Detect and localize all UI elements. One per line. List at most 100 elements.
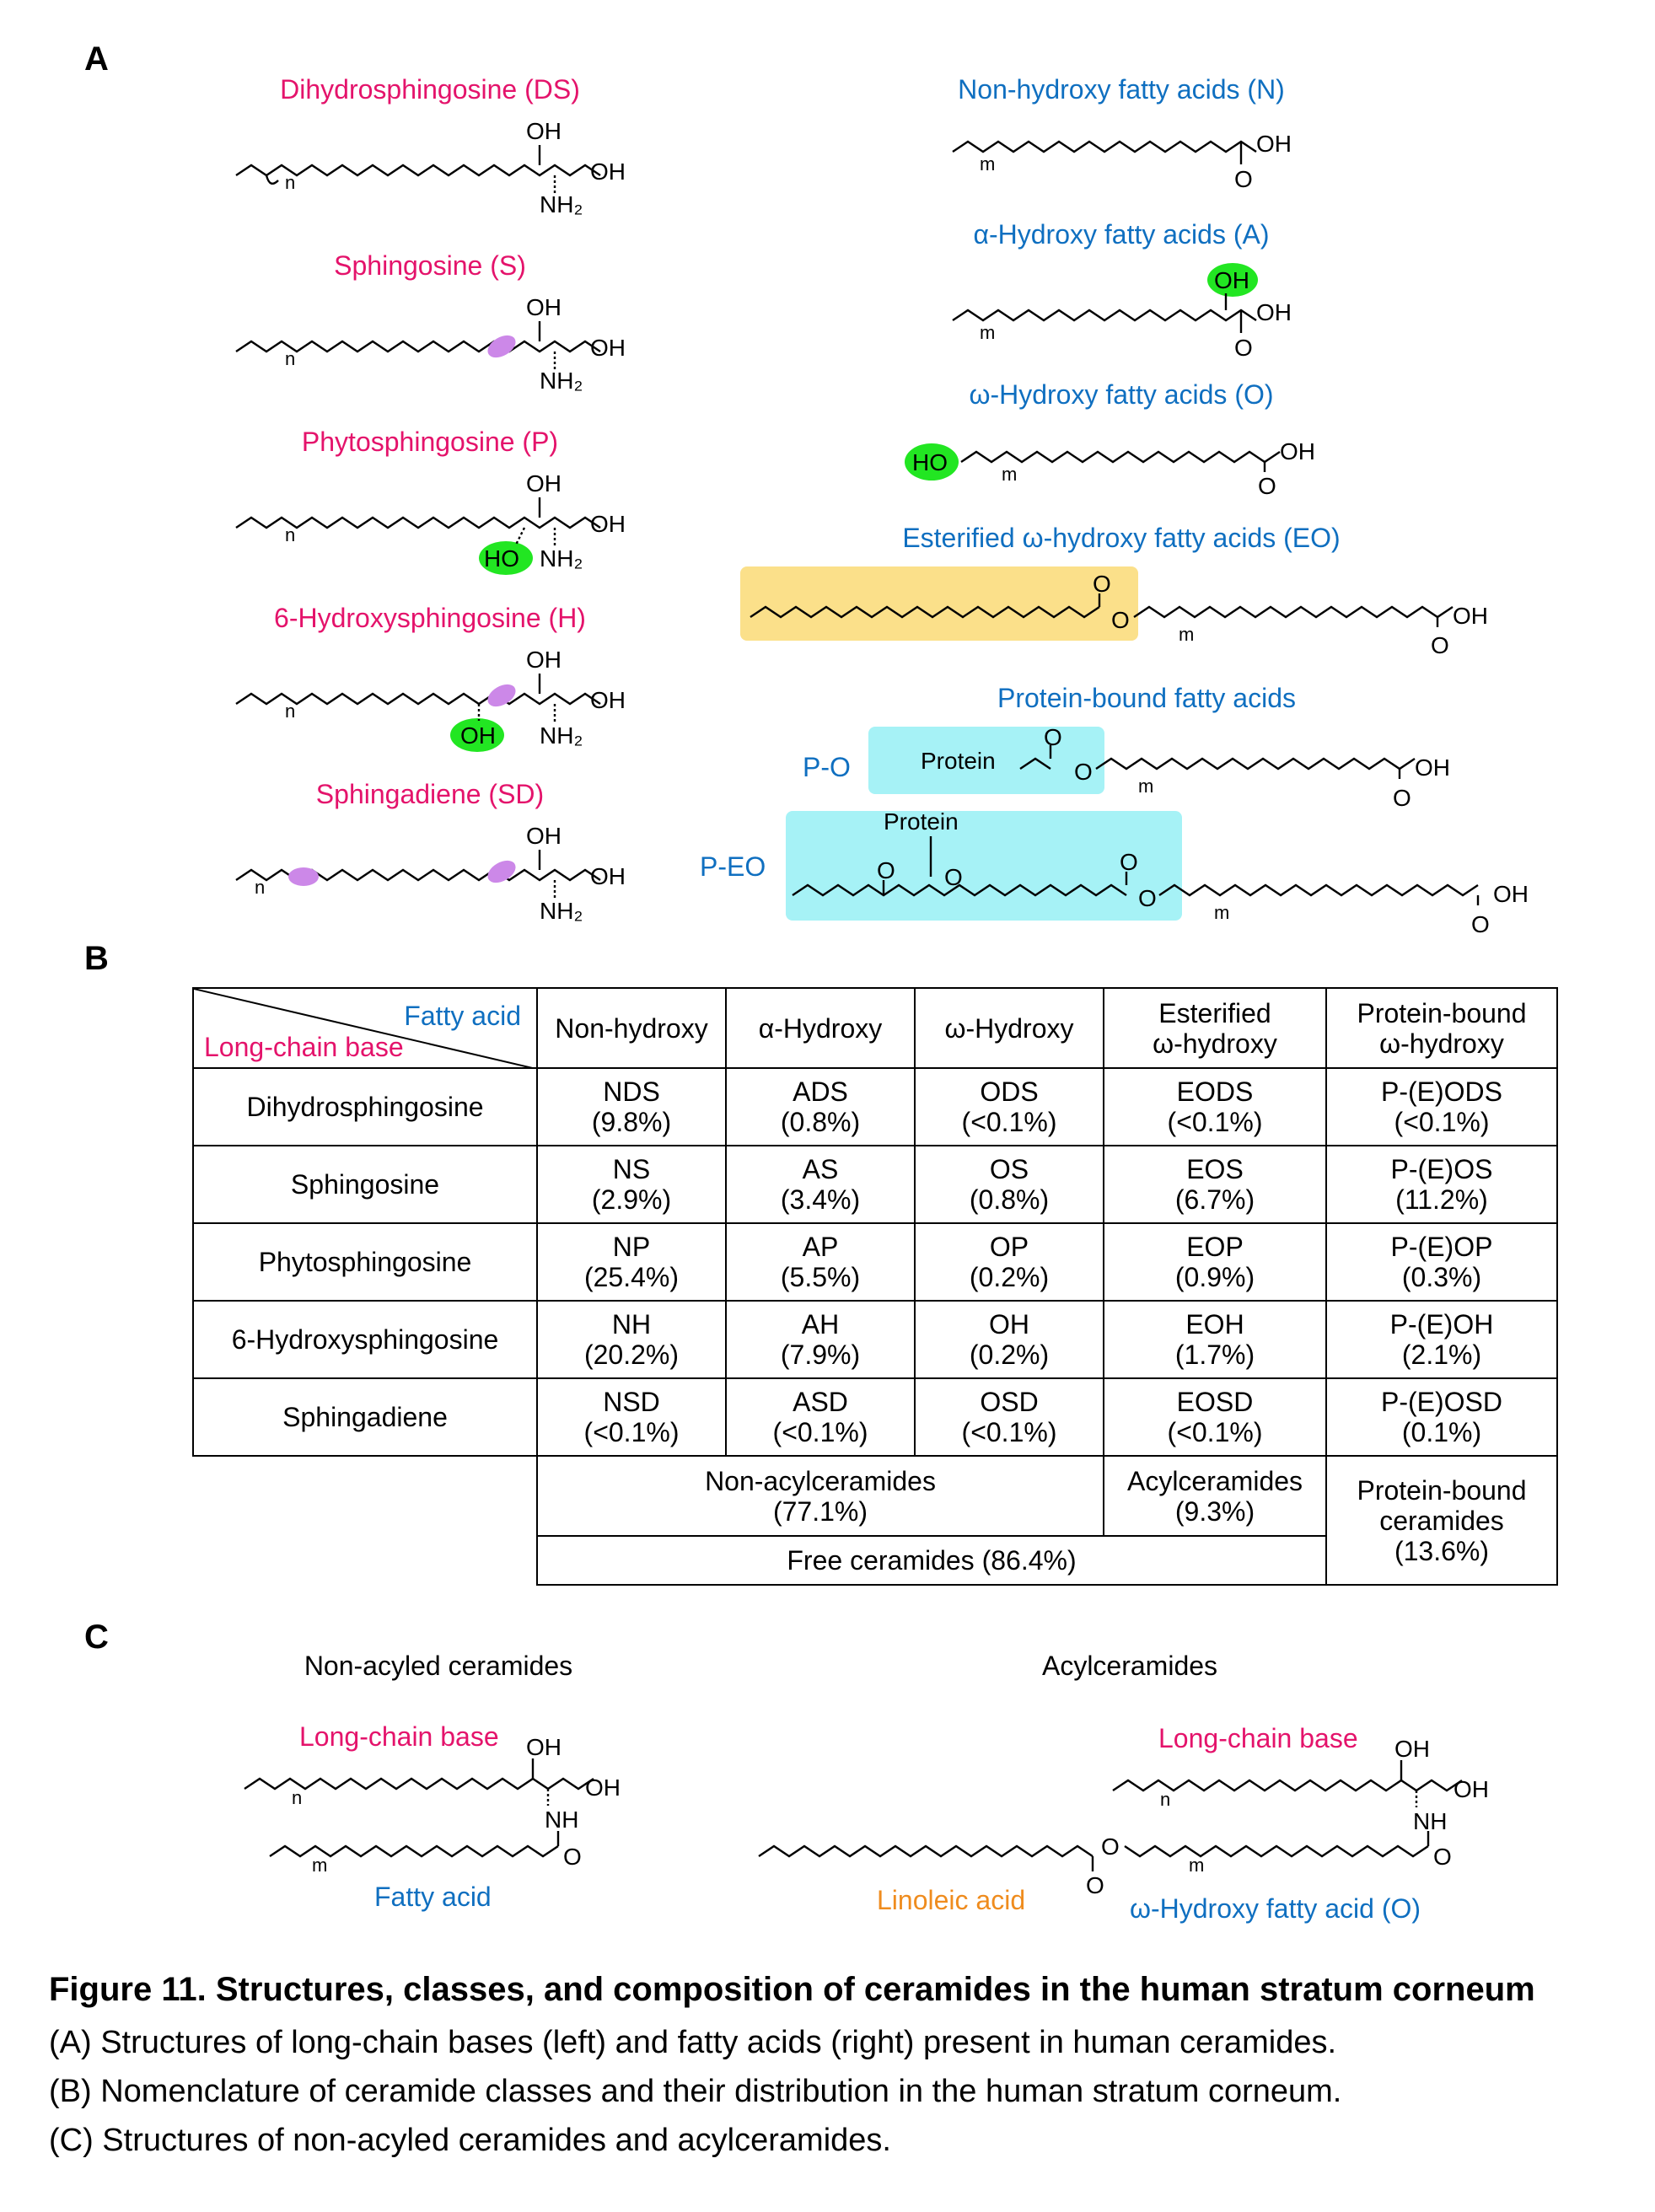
ceramide-class-percent: (<0.1%): [1167, 1417, 1263, 1447]
row-header: 6-Hydroxysphingosine: [192, 1300, 538, 1379]
table-cell: P-(E)OSD(0.1%): [1325, 1377, 1558, 1457]
panel-c-left-lcb-label: Long-chain base: [299, 1721, 499, 1752]
ceramide-class-percent: (7.9%): [780, 1340, 861, 1370]
c-right-nh-label: NH: [1413, 1808, 1447, 1834]
fa-title-protein-bound: Protein-bound fatty acids: [997, 683, 1296, 713]
c-right-oh-label: OH: [1394, 1737, 1430, 1762]
c-right-o-label: O: [1433, 1844, 1452, 1870]
s-oh-label: OH: [526, 294, 562, 320]
h-double-bond-highlight: [487, 684, 516, 707]
sd-oh-label: OH: [526, 823, 562, 849]
sd-oh2-label: OH: [590, 863, 626, 889]
ceramide-class-code: NDS: [603, 1076, 660, 1107]
table-cell: P-(E)OP(0.3%): [1325, 1222, 1558, 1302]
peo-ketone-o-label: O: [877, 857, 895, 883]
ceramide-class-code: P-(E)OH: [1389, 1309, 1494, 1340]
fa-title-o: ω-Hydroxy fatty acids (O): [969, 379, 1274, 410]
ceramide-class-code: ODS: [980, 1076, 1039, 1107]
col-header-esterified: Esterified ω-hydroxy: [1103, 987, 1327, 1069]
c-right-oh2-label: OH: [1453, 1776, 1489, 1802]
table-cell: NP(25.4%): [536, 1222, 727, 1302]
ceramide-class-code: NH: [611, 1309, 652, 1340]
structure-sphingosine: OH OH NH₂ n: [235, 294, 626, 394]
panel-c-left-fa-label: Fatty acid: [374, 1882, 492, 1912]
po-oh-label: OH: [1415, 754, 1450, 781]
o-hydroxy-highlight: [905, 443, 959, 481]
ceramide-class-percent: (0.8%): [780, 1107, 861, 1137]
lcb-title-s: Sphingosine (S): [334, 250, 526, 281]
p-nh2-label: NH₂: [540, 545, 583, 572]
po-protein-label: Protein: [921, 748, 996, 774]
table-cell: ASD(<0.1%): [725, 1377, 916, 1457]
ceramide-class-code: EOSD: [1176, 1387, 1254, 1417]
po-label: P-O: [803, 752, 851, 782]
h-nh2-label: NH₂: [540, 722, 583, 749]
caption-line-c: (C) Structures of non-acyled ceramides a…: [49, 2123, 891, 2158]
ceramide-class-percent: (<0.1%): [961, 1417, 1057, 1447]
peo-o-label: O: [1471, 911, 1490, 937]
h-oh-label: OH: [526, 647, 562, 673]
table-cell: NSD(<0.1%): [536, 1377, 727, 1457]
po-o-label: O: [1044, 724, 1062, 750]
ceramide-class-percent: (0.9%): [1174, 1262, 1255, 1292]
ceramide-class-percent: (20.2%): [583, 1340, 680, 1370]
lcb-title-h: 6-Hydroxysphingosine (H): [274, 603, 586, 633]
corner-diagonal: [194, 989, 536, 1069]
ceramide-class-percent: (11.2%): [1395, 1184, 1488, 1215]
structure-phytosphingosine: OH OH HO NH₂ n: [235, 470, 626, 575]
ceramide-class-percent: (3.4%): [780, 1184, 861, 1215]
c-left-o-label: O: [563, 1844, 582, 1870]
n-m-label: m: [980, 153, 995, 174]
lcb-title-p: Phytosphingosine (P): [301, 427, 559, 457]
table-corner-cell: Fatty acid Long-chain base: [192, 987, 538, 1069]
eo-m-label: m: [1179, 624, 1194, 645]
sd-double-bond-highlight-2: [487, 860, 516, 883]
ceramide-class-percent: (<0.1%): [583, 1417, 680, 1447]
ceramide-class-code: P-(E)OSD: [1381, 1387, 1502, 1417]
structure-omega-hydroxy-fa: HO OH O m: [905, 438, 1315, 499]
col-header-non-hydroxy: Non-hydroxy: [536, 987, 727, 1069]
eo-ester-o-label: O: [1093, 571, 1111, 597]
ceramide-class-percent: (0.3%): [1401, 1262, 1482, 1292]
n-oh-label: OH: [1256, 131, 1292, 157]
ceramide-class-code: NSD: [603, 1387, 660, 1417]
o-ho-label: HO: [912, 449, 948, 475]
panel-a-letter: A: [84, 40, 109, 78]
caption-line-a: (A) Structures of long-chain bases (left…: [49, 2025, 1337, 2060]
table-cell: OP(0.2%): [914, 1222, 1104, 1302]
table-cell: EOS(6.7%): [1103, 1145, 1327, 1224]
ceramide-class-percent: (25.4%): [583, 1262, 680, 1292]
table-cell: NH(20.2%): [536, 1300, 727, 1379]
ceramide-class-percent: (<0.1%): [1394, 1107, 1490, 1137]
table-cell: AP(5.5%): [725, 1222, 916, 1302]
col-header-alpha-hydroxy: α-Hydroxy: [725, 987, 916, 1069]
fa-title-eo: Esterified ω-hydroxy fatty acids (EO): [902, 523, 1341, 553]
non-acyl-ceramide-structure: OH OH NH n O m: [244, 1737, 621, 1876]
peo-ester-o-label: O: [1120, 849, 1138, 875]
sd-n-label: n: [255, 877, 265, 898]
a-oh2-label: OH: [1256, 299, 1292, 325]
ds-oh-label: OH: [526, 118, 562, 144]
table-cell: OH(0.2%): [914, 1300, 1104, 1379]
protein-box-peo: [786, 811, 1182, 921]
o-m-label: m: [1002, 464, 1017, 485]
s-nh2-label: NH₂: [540, 368, 583, 394]
summary-non-acylceramides: Non-acylceramides (77.1%): [536, 1455, 1104, 1537]
lcb-title-ds: Dihydrosphingosine (DS): [280, 74, 580, 105]
ceramide-class-code: OS: [989, 1154, 1029, 1184]
table-cell: NDS(9.8%): [536, 1067, 727, 1146]
panel-c-linoleic-label: Linoleic acid: [877, 1885, 1026, 1915]
ceramide-class-code: OP: [989, 1232, 1029, 1262]
c-right-m-label: m: [1189, 1855, 1204, 1876]
sd-nh2-label: NH₂: [540, 898, 583, 924]
col-header-omega-hydroxy: ω-Hydroxy: [914, 987, 1104, 1069]
ceramide-class-percent: (0.8%): [969, 1184, 1050, 1215]
c-left-m-label: m: [312, 1855, 327, 1876]
ceramide-class-code: EOS: [1186, 1154, 1244, 1184]
p-n-label: n: [285, 524, 295, 545]
figure-caption-title: Figure 11. Structures, classes, and comp…: [49, 1971, 1535, 2008]
n-o-label: O: [1234, 166, 1253, 192]
ds-oh2-label: OH: [590, 158, 626, 185]
